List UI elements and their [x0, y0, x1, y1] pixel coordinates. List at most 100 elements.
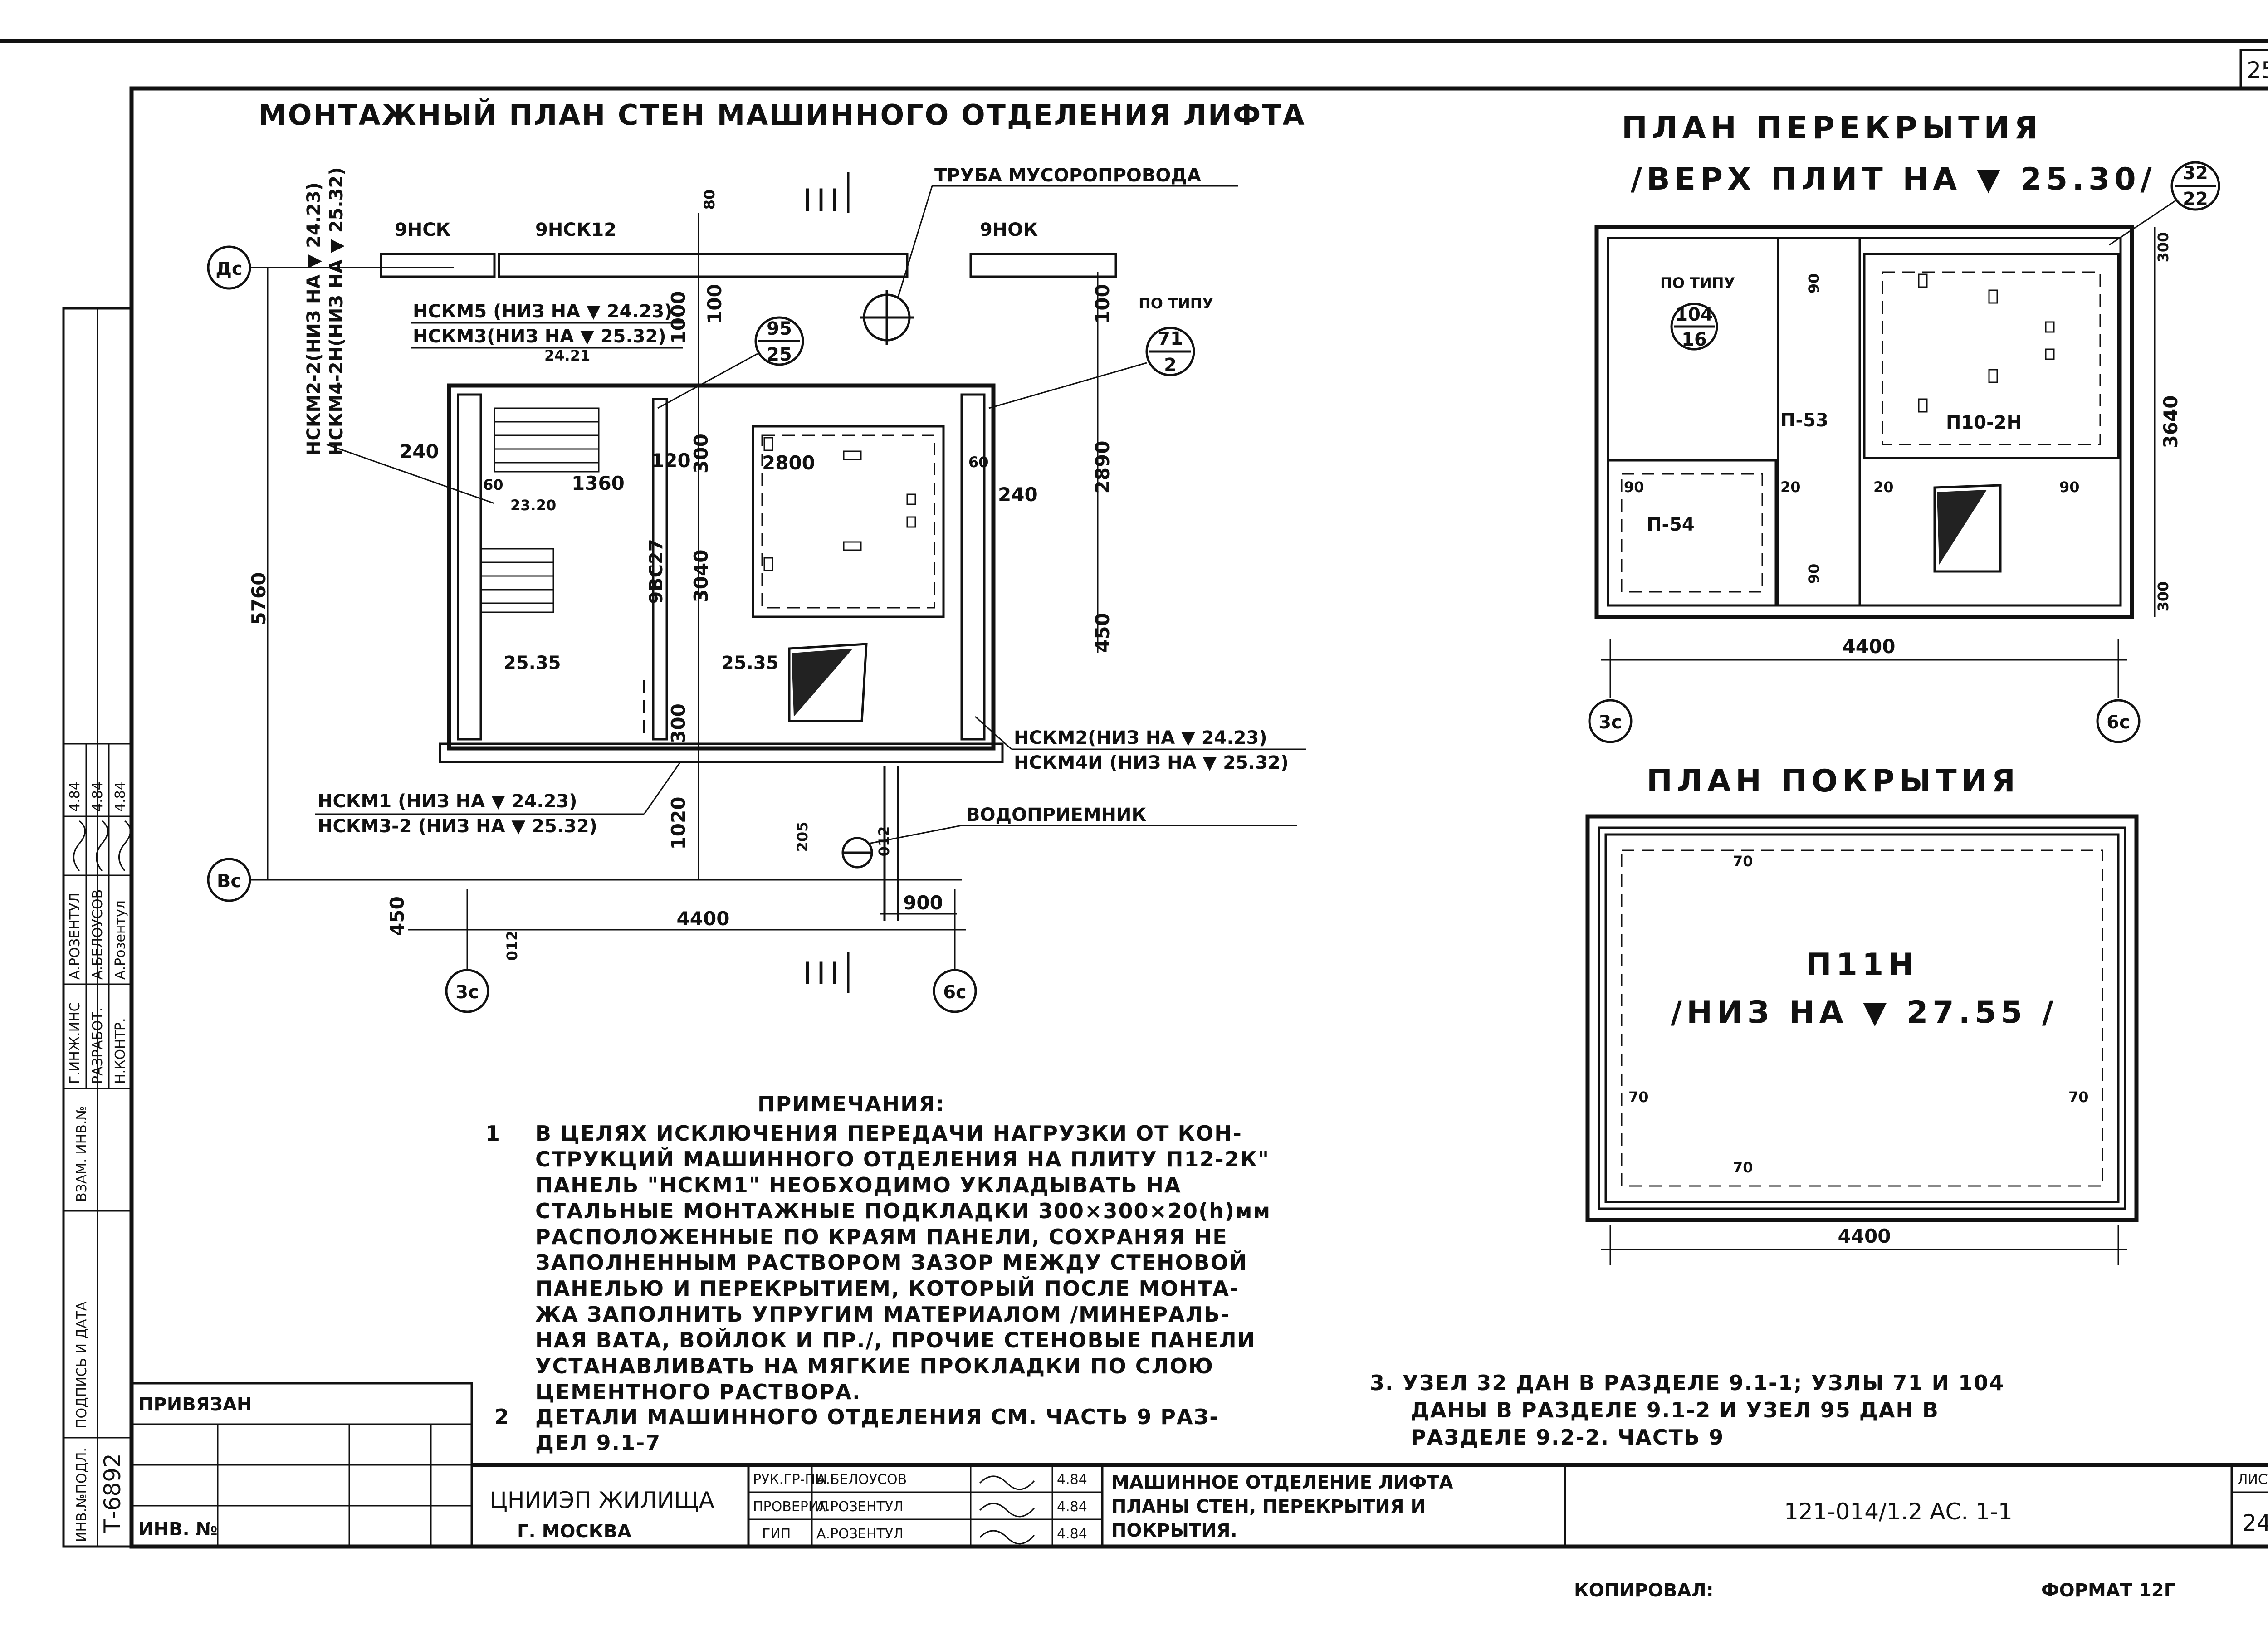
side-signature-1	[73, 820, 86, 871]
node-16: 16	[1681, 329, 1707, 350]
wall-bottom-panel	[439, 742, 1004, 763]
note-1-line-9: НАЯ ВАТА, ВОЙЛОК И ПР./, ПРОЧИЕ СТЕНОВЫЕ…	[535, 1328, 1256, 1352]
side-date-2: 4.84	[90, 781, 106, 812]
dim-5760: 5760	[248, 572, 270, 625]
floor-plan: ПЛАН ПЕРЕКРЫТИЯ /ВЕРХ ПЛИТ НА ▼ 25.30/ 3…	[1588, 110, 2220, 743]
side-role-3: Н.КОНТР.	[112, 1018, 128, 1084]
water-drain	[841, 837, 873, 869]
note-1-line-3: ПАНЕЛЬ "НСКМ1" НЕОБХОДИМО УКЛАДЫВАТЬ НА	[535, 1173, 1182, 1197]
floor-plan-subtitle: /ВЕРХ ПЛИТ НА ▼ 25.30/	[1631, 161, 2156, 197]
side-stamp: ИНВ.№ПОДЛ. Т-6892 ПОДПИСЬ И ДАТА ВЗАМ. И…	[62, 307, 133, 1548]
node-104: 104	[1675, 304, 1713, 325]
roof-dim-4400: 4400	[1838, 1225, 1891, 1247]
side-signature-2	[96, 820, 108, 871]
side-inv-value: Т-6892	[99, 1453, 126, 1533]
node-25: 25	[767, 344, 792, 365]
level-24-21: 24.21	[544, 347, 590, 364]
level-25-35-right: 25.35	[721, 653, 779, 674]
label-9nok: 9НОК	[980, 220, 1038, 240]
dim-1000: 1000	[667, 291, 689, 344]
dim-300-bottom: 300	[667, 703, 689, 743]
node-32-22	[2170, 161, 2220, 211]
note-3-line-1: 3. УЗЕЛ 32 ДАН В РАЗДЕЛЕ 9.1-1; УЗЛЫ 71 …	[1370, 1371, 2004, 1395]
axis-label-vc: Вс	[217, 871, 241, 892]
dim-1360: 1360	[572, 472, 625, 494]
roof-plan-outline	[1585, 814, 2139, 1222]
axis-label-3c: 3с	[455, 982, 479, 1003]
dim-205: 205	[794, 822, 811, 852]
axis-label-dc: Дс	[215, 259, 242, 279]
panel-9nsk	[380, 253, 496, 278]
floor-dim-4400: 4400	[1843, 635, 1896, 658]
name-2: А.РОЗЕНТУЛ	[816, 1499, 904, 1515]
name-1: А.БЕЛОУСОВ	[816, 1472, 907, 1488]
node-95-25	[754, 316, 804, 366]
note-2-number: 2	[494, 1405, 510, 1429]
dim-4400: 4400	[677, 908, 730, 930]
roof-slab-p11n: П11Н	[1806, 947, 1918, 983]
node-71: 71	[1158, 328, 1183, 349]
level-25-35-left: 25.35	[503, 653, 561, 674]
slab-p53: П-53	[1780, 410, 1828, 431]
signature-2	[979, 1503, 1035, 1518]
note-1-line-1: В ЦЕЛЯХ ИСКЛЮЧЕНИЯ ПЕРЕДАЧИ НАГРУЗКИ ОТ …	[535, 1121, 1242, 1146]
dim-450-right: 450	[1091, 613, 1114, 653]
node-22: 22	[2183, 189, 2208, 210]
panel-9nok	[969, 253, 1117, 278]
floor-dim-300-top: 300	[2155, 232, 2172, 263]
floor-dim-90-left: 90	[1624, 478, 1644, 496]
garbage-chute-label: ТРУБА МУСОРОПРОВОДА	[934, 165, 1201, 186]
privyazan-label: ПРИВЯЗАН	[138, 1394, 252, 1415]
label-nskm4-2n: НСКМ4-2Н(НИЗ НА ▼ 25.32)	[326, 167, 347, 456]
lift-shaft-dashed-area	[752, 425, 945, 618]
note-3-line-2: ДАНЫ В РАЗДЕЛЕ 9.1-2 И УЗЕЛ 95 ДАН В	[1411, 1398, 1939, 1422]
roof-dim-70-right: 70	[2068, 1088, 2089, 1106]
page-number-box	[2239, 49, 2268, 90]
floor-dim-20-right: 20	[1873, 478, 1894, 496]
date-1: 4.84	[1057, 1472, 1087, 1488]
water-drain-label: ВОДОПРИЕМНИК	[966, 805, 1146, 825]
dim-1020: 1020	[667, 797, 689, 850]
roof-dim-70-left: 70	[1628, 1088, 1649, 1106]
label-9nsk12: 9НСК12	[535, 220, 616, 240]
lift-opening	[788, 643, 868, 722]
panel-9vs27-wall	[652, 398, 668, 741]
floor-axis-bubble-6c	[2096, 699, 2141, 743]
label-nskm1: НСКМ1 (НИЗ НА ▼ 24.23)	[318, 791, 577, 812]
side-inv-podl: ИНВ.№ПОДЛ.	[74, 1448, 90, 1542]
dim-80: 80	[701, 190, 718, 210]
label-nskm2-2: НСКМ2-2(НИЗ НА ▼ 24.23)	[303, 182, 324, 456]
wall-plan-title: МОНТАЖНЫЙ ПЛАН СТЕН МАШИННОГО ОТДЕЛЕНИЯ …	[259, 98, 1306, 132]
dim-60-left: 60	[483, 476, 503, 493]
title-block: ПРИВЯЗАН ИНВ. № ЦНИИЭП ЖИЛИЩА Г. МОСКВА …	[130, 1382, 2268, 1548]
org-name: ЦНИИЭП ЖИЛИЩА	[490, 1487, 714, 1513]
sheet-label: ЛИСТ	[2238, 1472, 2268, 1488]
role-1: РУК.ГР-ПЫ	[753, 1472, 827, 1488]
signature-3	[979, 1530, 1035, 1545]
note-1-line-8: ЖА ЗАПОЛНИТЬ УПРУГИМ МАТЕРИАЛОМ /МИНЕРАЛ…	[535, 1302, 1230, 1327]
side-date-3: 4.84	[112, 781, 128, 812]
page-number-top: 25	[2247, 57, 2268, 83]
floor-axis-bubble-3c	[1588, 699, 1633, 743]
floor-lift-opening	[1933, 484, 2002, 573]
notes: ПРИМЕЧАНИЯ: 1 В ЦЕЛЯХ ИСКЛЮЧЕНИЯ ПЕРЕДАЧ…	[485, 1092, 2004, 1455]
floor-dim-90-bottom: 90	[1805, 564, 1823, 584]
format-label: ФОРМАТ 12Г	[2041, 1580, 2175, 1601]
roof-dim-70-top: 70	[1733, 853, 1753, 870]
wall-right	[960, 393, 986, 741]
sheet-number: 24	[2242, 1510, 2268, 1536]
floor-dim-20-left: 20	[1780, 478, 1801, 496]
floor-po-tipu: ПО ТИПУ	[1660, 274, 1735, 292]
desc-line-2: ПЛАНЫ СТЕН, ПЕРЕКРЫТИЯ И	[1111, 1496, 1426, 1517]
name-3: А.РОЗЕНТУЛ	[816, 1526, 904, 1542]
floor-dim-90-right: 90	[2059, 478, 2080, 496]
note-1-line-10: УСТАНАВЛИВАТЬ НА МЯГКИЕ ПРОКЛАДКИ ПО СЛО…	[535, 1354, 1214, 1378]
floor-dim-300-bottom: 300	[2155, 581, 2172, 612]
note-1-line-5: РАСПОЛОЖЕННЫЕ ПО КРАЯМ ПАНЕЛИ, СОХРАНЯЯ …	[535, 1225, 1228, 1249]
node-2: 2	[1164, 355, 1177, 376]
stair-hatch	[480, 407, 600, 613]
node-104-16	[1670, 303, 1718, 351]
slab-p54: П-54	[1647, 514, 1695, 535]
note-1-line-7: ПАНЕЛЬЮ И ПЕРЕКРЫТИЕМ, КОТОРЫЙ ПОСЛЕ МОН…	[535, 1276, 1239, 1301]
